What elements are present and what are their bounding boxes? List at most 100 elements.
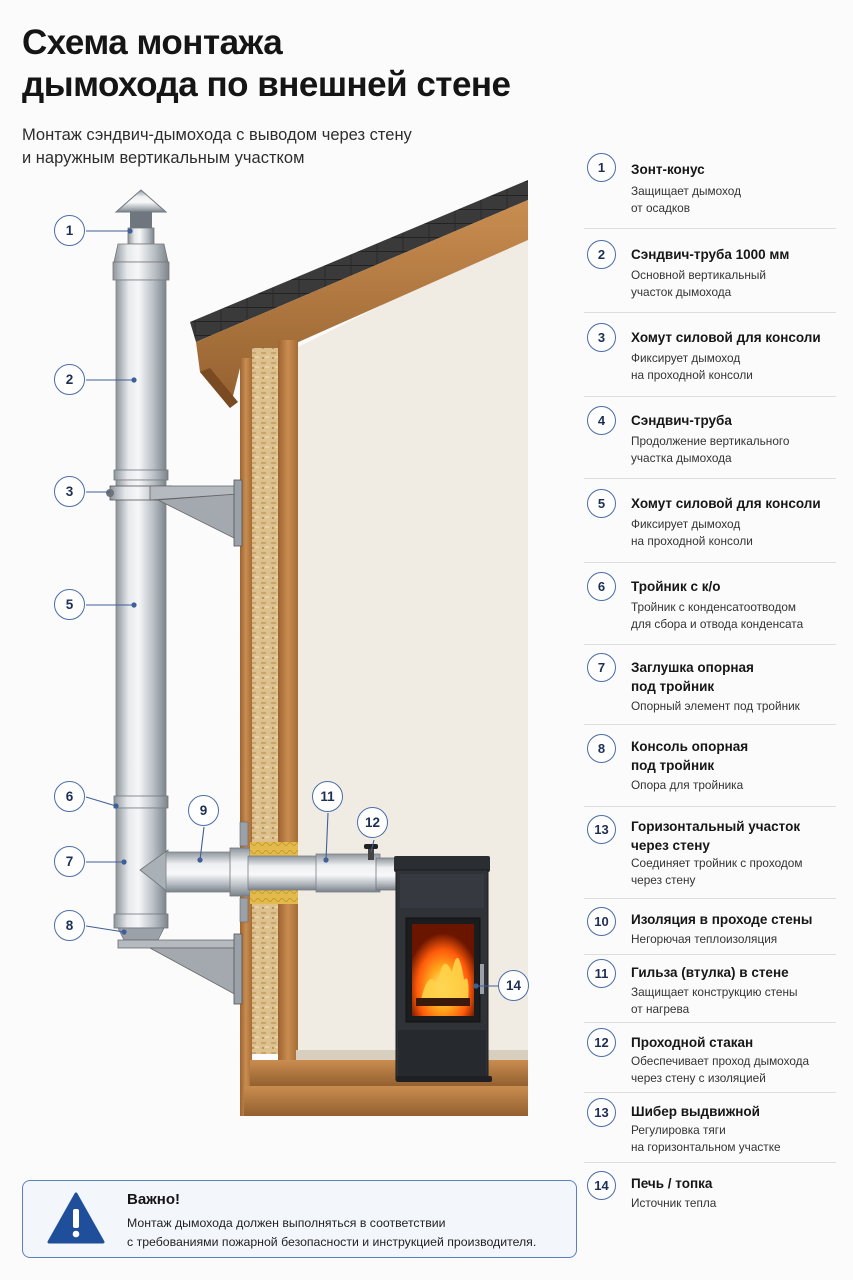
leader-6 xyxy=(85,796,117,807)
leader-12 xyxy=(370,839,375,853)
subtitle-line-1: Монтаж сэндвич-дымохода с выводом через … xyxy=(22,126,412,144)
legend-desc-line: для сбора и отвода конденсата xyxy=(631,617,804,631)
damper-rod xyxy=(368,848,374,860)
stove xyxy=(394,856,492,1082)
vertical-chimney xyxy=(112,189,170,941)
callout-badge: 2 xyxy=(54,364,85,395)
legend-desc-line: на проходной консоли xyxy=(631,534,753,548)
callout-badge: 8 xyxy=(54,910,85,941)
stove-upper-panel xyxy=(400,874,484,908)
legend-badge: 7 xyxy=(587,653,616,682)
legend-title: Зонт-конус xyxy=(631,160,836,179)
legend-title-line: Заглушка опорная xyxy=(631,660,754,675)
title-line-2: дымохода по внешней стене xyxy=(22,65,511,104)
stove-base xyxy=(396,1076,492,1082)
warning-notice: Важно! Монтаж дымохода должен выполнятьс… xyxy=(22,1180,577,1258)
pipe-joint-upper xyxy=(113,469,169,481)
dot-7 xyxy=(121,859,127,865)
legend-title: Сэндвич-труба xyxy=(631,411,836,430)
legend-desc-line: Источник тепла xyxy=(631,1196,717,1210)
support-console-brace xyxy=(149,947,239,997)
legend-title-line: Изоляция в проходе стены xyxy=(631,912,813,927)
bracket-wall-plate xyxy=(233,479,243,547)
legend-badge: 8 xyxy=(587,734,616,763)
warning-triangle-icon xyxy=(47,1192,105,1244)
legend-title-line: Консоль опорная xyxy=(631,739,749,754)
legend-desc-line: на горизонтальном участке xyxy=(631,1140,781,1154)
legend-badge: 12 xyxy=(587,1028,616,1057)
legend-desc: Опора для тройника xyxy=(631,777,836,794)
legend-desc-line: Регулировка тяги xyxy=(631,1123,726,1137)
legend-badge: 2 xyxy=(587,240,616,269)
wall-stud xyxy=(278,340,298,1072)
leader-8 xyxy=(85,925,125,933)
legend-item: 6 Тройник с к/о Тройник с конденсатоотво… xyxy=(584,566,836,645)
legend-desc-line: Фиксирует дымоход xyxy=(631,351,741,365)
ash-drawer xyxy=(398,1030,486,1076)
damper-handle xyxy=(364,844,378,849)
dot-6 xyxy=(113,803,119,809)
legend-title: Проходной стакан xyxy=(631,1033,836,1052)
callout-badge: 3 xyxy=(54,476,85,507)
legend-desc-line: Фиксирует дымоход xyxy=(631,517,741,531)
page-title: Схема монтажа дымохода по внешней стене xyxy=(22,22,582,106)
notice-text-line: с требованиями пожарной безопасности и и… xyxy=(127,1235,537,1249)
legend-title-line: под тройник xyxy=(631,758,715,773)
legend-desc: Опорный элемент под тройник xyxy=(631,698,836,715)
legend-title-line: Хомут силовой для консоли xyxy=(631,496,821,511)
dot-11 xyxy=(323,857,329,863)
legend-badge: 1 xyxy=(587,153,616,182)
wall-insulation-top xyxy=(250,842,298,856)
flange-plate-top xyxy=(239,821,249,847)
legend-title-line: Гильза (втулка) в стене xyxy=(631,965,789,980)
legend-title-line: Печь / топка xyxy=(631,1176,713,1191)
legend-badge: 13 xyxy=(587,815,616,844)
legend-item: 12 Проходной стакан Обеспечивает проход … xyxy=(584,1026,836,1093)
legend-item: 14 Печь / топка Источник тепла xyxy=(584,1166,836,1222)
title-line-1: Схема монтажа xyxy=(22,23,283,62)
legend-desc-line: от нагрева xyxy=(631,1002,690,1016)
floor-joist xyxy=(244,1086,528,1116)
legend-desc-line: Защищает дымоход xyxy=(631,184,741,198)
legend-title-line: Горизонтальный участок xyxy=(631,819,801,834)
legend-desc-line: Тройник с конденсатоотводом xyxy=(631,600,797,614)
rain-cap-top xyxy=(114,189,168,213)
support-wall-plate xyxy=(233,933,243,1005)
callout-badge: 1 xyxy=(54,215,85,246)
house-interior xyxy=(296,232,528,1050)
legend-title-line: под тройник xyxy=(631,679,715,694)
legend-title: Заглушка опорная под тройник xyxy=(631,658,836,696)
grate xyxy=(416,998,470,1006)
stove-top xyxy=(394,856,490,872)
legend-title: Хомут силовой для консоли xyxy=(631,328,836,347)
notice-text: Монтаж дымохода должен выполняться в соо… xyxy=(127,1214,572,1252)
callout-badge: 12 xyxy=(357,807,388,838)
legend-badge: 13 xyxy=(587,1098,616,1127)
dot-9 xyxy=(197,857,203,863)
legend-desc-line: Негорючая теплоизоляция xyxy=(631,932,778,946)
pipe-collar xyxy=(112,261,170,281)
legend-badge: 14 xyxy=(587,1171,616,1200)
legend-desc: Защищает дымоход от осадков xyxy=(631,183,836,217)
callout-badge: 11 xyxy=(312,781,343,812)
legend-desc: Регулировка тяги на горизонтальном участк… xyxy=(631,1122,836,1156)
legend-desc: Тройник с конденсатоотводом для сбора и о… xyxy=(631,599,836,633)
door-handle xyxy=(480,964,484,994)
wall-board-outer xyxy=(240,358,252,1116)
legend-desc-line: от осадков xyxy=(631,201,691,215)
clamp-bolt-left xyxy=(106,489,114,497)
wall-insulation-layer xyxy=(252,348,278,1054)
legend-title-line: Проходной стакан xyxy=(631,1035,754,1050)
legend-title: Сэндвич-труба 1000 мм xyxy=(631,245,836,264)
dot-5 xyxy=(131,602,137,608)
callout-badge: 5 xyxy=(54,589,85,620)
leader-11 xyxy=(325,812,329,861)
legend-desc-line: Обеспечивает проход дымохода xyxy=(631,1054,810,1068)
legend-badge: 6 xyxy=(587,572,616,601)
legend-title: Консоль опорная под тройник xyxy=(631,737,836,775)
